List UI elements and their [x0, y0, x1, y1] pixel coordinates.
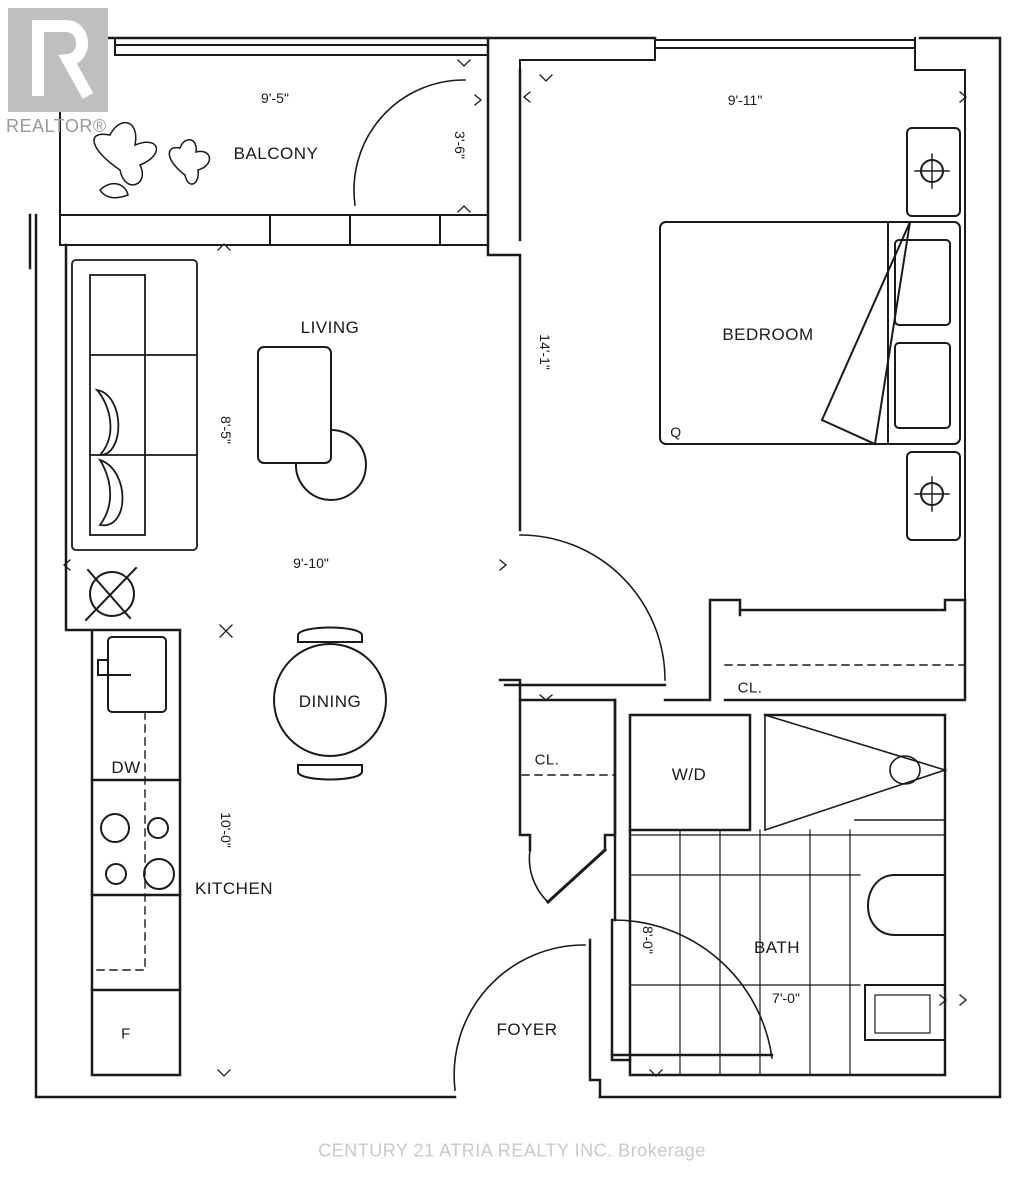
dimension-bedroom-length: 14'-1"	[537, 334, 553, 370]
room-label-dining: DINING	[298, 692, 362, 711]
bed	[659, 221, 961, 446]
room-label-kitchen: KITCHEN	[194, 879, 274, 898]
room-label-living: LIVING	[300, 318, 360, 337]
room-label-balcony: BALCONY	[233, 144, 319, 163]
dimension-balcony-width: 9'-5"	[261, 90, 289, 106]
room-label-bedroom: BEDROOM	[722, 325, 814, 344]
outer-walls	[28, 36, 1002, 1099]
bath-sink	[864, 984, 946, 1041]
dimension-living-depth: 8'-5"	[218, 416, 234, 444]
balcony-railing	[59, 37, 489, 246]
utility-unit	[84, 566, 138, 622]
hall-walls	[498, 678, 947, 1099]
appliance-label-washer-dryer: W/D	[671, 765, 707, 784]
cooktop	[100, 813, 175, 890]
room-label-closet-hall: CL.	[534, 751, 560, 769]
realtor-logo	[8, 8, 108, 112]
shower	[763, 714, 948, 832]
bath-tiles	[629, 829, 946, 1076]
dimension-bedroom-width: 9'-11"	[727, 92, 763, 108]
nightstands	[906, 127, 961, 541]
realtor-r-icon	[8, 8, 108, 112]
kitchen-sink	[97, 636, 167, 713]
counter-dashes	[91, 664, 966, 971]
dimension-balcony-depth: 3'-6"	[452, 131, 468, 159]
appliance-label-fridge: F	[121, 1025, 131, 1043]
dimension-kitchen-length: 10'-0"	[218, 812, 234, 848]
room-label-bath: BATH	[753, 938, 801, 957]
bedroom-window	[519, 37, 966, 601]
room-label-foyer: FOYER	[496, 1020, 558, 1039]
coffee-table	[257, 346, 367, 501]
dimension-bath-length: 8'-0"	[640, 926, 656, 954]
kitchen-walls	[64, 243, 182, 1077]
room-label-closet-bedroom: CL.	[737, 679, 763, 697]
sofa	[71, 259, 198, 551]
dimension-bath-width: 7'-0"	[772, 990, 800, 1006]
brokerage-watermark: CENTURY 21 ATRIA REALTY INC. Brokerage	[318, 1140, 706, 1161]
dimension-living-width: 9'-10"	[293, 555, 329, 571]
dimension-marks	[58, 59, 968, 1077]
bedroom-closet-walls	[663, 598, 967, 702]
doors	[353, 79, 774, 1091]
plant-decoration	[93, 121, 211, 199]
dining-table	[273, 626, 387, 781]
bed-size-label: Q	[670, 424, 682, 440]
realtor-wordmark: REALTOR®	[6, 116, 107, 136]
appliance-label-dishwasher: DW	[111, 758, 141, 777]
toilet	[867, 874, 946, 936]
